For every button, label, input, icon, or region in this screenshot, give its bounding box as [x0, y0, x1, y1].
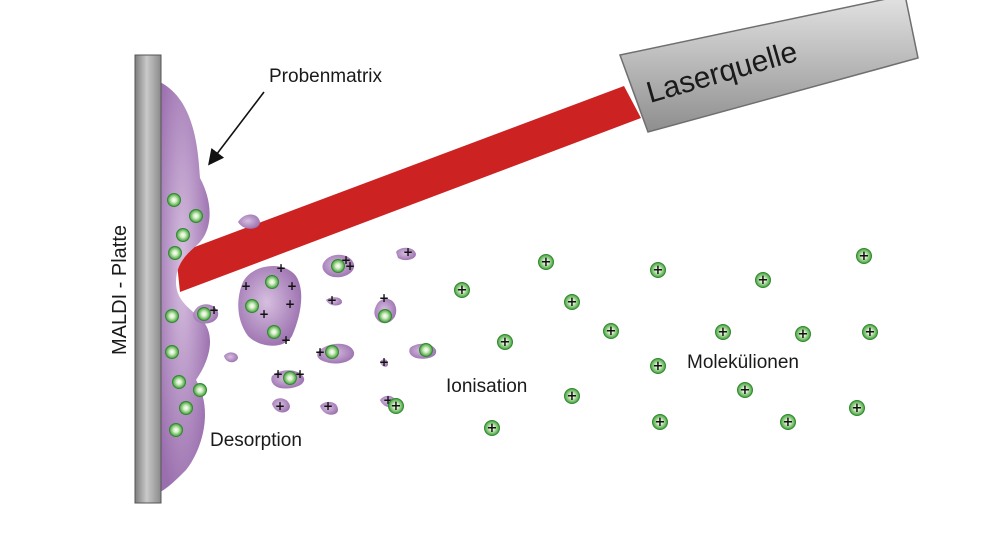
- ion-charge-symbol: +: [758, 273, 769, 288]
- droplet-charge-symbol: +: [281, 333, 291, 347]
- droplet-charge-symbol: +: [323, 399, 333, 413]
- molecular-ion: +: [650, 262, 666, 278]
- ion-charge-symbol: +: [567, 389, 578, 404]
- molecular-ion: +: [780, 414, 796, 430]
- ion-charge-symbol: +: [859, 249, 870, 264]
- ion-charge-symbol: +: [798, 327, 809, 342]
- matrix-ion: [193, 383, 207, 397]
- molecular-ions: + + + + + + + + + + + + + + + + + + +: [388, 248, 878, 436]
- droplet-ion: [267, 325, 281, 339]
- molecular-ion: +: [856, 248, 872, 264]
- ion-charge-symbol: +: [783, 415, 794, 430]
- matrix-ion: [168, 246, 182, 260]
- ion-charge-symbol: +: [567, 295, 578, 310]
- molecular-ion: +: [862, 324, 878, 340]
- ion-charge-symbol: +: [500, 335, 511, 350]
- droplet-charge-symbol: +: [315, 345, 325, 359]
- droplet-charge-symbol: +: [379, 355, 389, 369]
- droplet: [396, 247, 416, 261]
- laser-housing: [618, 0, 919, 133]
- molecular-ion: +: [564, 294, 580, 310]
- droplet: [380, 359, 388, 367]
- sample-matrix-arrow: [208, 91, 265, 166]
- molecular-ions-label: Molekülionen: [687, 352, 799, 373]
- molecular-ion: +: [388, 398, 404, 414]
- matrix-ion: [167, 193, 181, 207]
- droplet-charge-symbol: +: [241, 279, 251, 293]
- ion-charge-symbol: +: [655, 415, 666, 430]
- molecular-ion: +: [454, 282, 470, 298]
- droplet-ion: [283, 371, 297, 385]
- ion-charge-symbol: +: [391, 399, 402, 414]
- droplet-ion: [197, 307, 211, 321]
- droplet-ion: [419, 343, 433, 357]
- laser-source: Laserquelle: [618, 0, 919, 133]
- molecular-ion: +: [538, 254, 554, 270]
- matrix-ion: [165, 309, 179, 323]
- matrix-ion: [169, 423, 183, 437]
- droplet-charge-symbol: +: [383, 393, 393, 407]
- droplet: [224, 352, 238, 363]
- ionisation-label: Ionisation: [446, 376, 527, 397]
- matrix-ion: [176, 228, 190, 242]
- droplet: [326, 297, 342, 306]
- droplet-charge-symbol: +: [259, 307, 269, 321]
- ion-charge-symbol: +: [852, 401, 863, 416]
- ion-charge-symbol: +: [865, 325, 876, 340]
- droplet-charge-symbol: +: [209, 303, 219, 317]
- ion-charge-symbol: +: [541, 255, 552, 270]
- droplet: [320, 401, 338, 415]
- molecular-ion: +: [849, 400, 865, 416]
- droplet-charge-symbol: +: [273, 367, 283, 381]
- laser-beam: [176, 86, 641, 292]
- molecular-ion: +: [650, 358, 666, 374]
- droplet-ion: [325, 345, 339, 359]
- droplet-charge-symbol: +: [287, 279, 297, 293]
- matrix-ion: [172, 375, 186, 389]
- droplet-charge-symbol: +: [285, 297, 295, 311]
- molecular-ion: +: [484, 420, 500, 436]
- plate-label: MALDI - Platte: [109, 225, 131, 355]
- matrix-ion: [179, 401, 193, 415]
- molecular-ion: +: [652, 414, 668, 430]
- ion-charge-symbol: +: [487, 421, 498, 436]
- ion-charge-symbol: +: [653, 359, 664, 374]
- droplet-charge-symbol: +: [379, 291, 389, 305]
- droplet-charge-symbol: +: [327, 293, 337, 307]
- maldi-plate: [134, 54, 162, 504]
- droplet-charge-symbol: +: [403, 245, 413, 259]
- ion-charge-symbol: +: [653, 263, 664, 278]
- molecular-ion: +: [755, 272, 771, 288]
- molecular-ion: +: [564, 388, 580, 404]
- droplet-charge-symbol: +: [275, 399, 285, 413]
- droplet-charge-symbol: +: [345, 259, 355, 273]
- matrix-ion: [189, 209, 203, 223]
- molecular-ion: +: [497, 334, 513, 350]
- droplet: [238, 214, 260, 229]
- droplet-ion: [265, 275, 279, 289]
- ion-charge-symbol: +: [606, 324, 617, 339]
- desorption-label: Desorption: [210, 430, 302, 451]
- droplet-charges: +++++++++++++++++++: [209, 245, 413, 413]
- sample-matrix-label: Probenmatrix: [269, 66, 382, 87]
- molecular-ion: +: [603, 323, 619, 339]
- droplet-charge-symbol: +: [341, 253, 351, 267]
- matrix-ion: [165, 345, 179, 359]
- molecular-ion: +: [795, 326, 811, 342]
- matrix-ions: [165, 193, 433, 437]
- droplet-ion: [245, 299, 259, 313]
- ion-charge-symbol: +: [718, 325, 729, 340]
- ion-charge-symbol: +: [457, 283, 468, 298]
- droplet: [238, 265, 302, 346]
- molecular-ion: +: [737, 382, 753, 398]
- droplet-charge-symbol: +: [295, 367, 305, 381]
- droplet-ion: [331, 259, 345, 273]
- ion-charge-symbol: +: [740, 383, 751, 398]
- droplet-ion: [378, 309, 392, 323]
- droplet-charge-symbol: +: [276, 261, 286, 275]
- droplet: [272, 398, 290, 413]
- molecular-ion: +: [715, 324, 731, 340]
